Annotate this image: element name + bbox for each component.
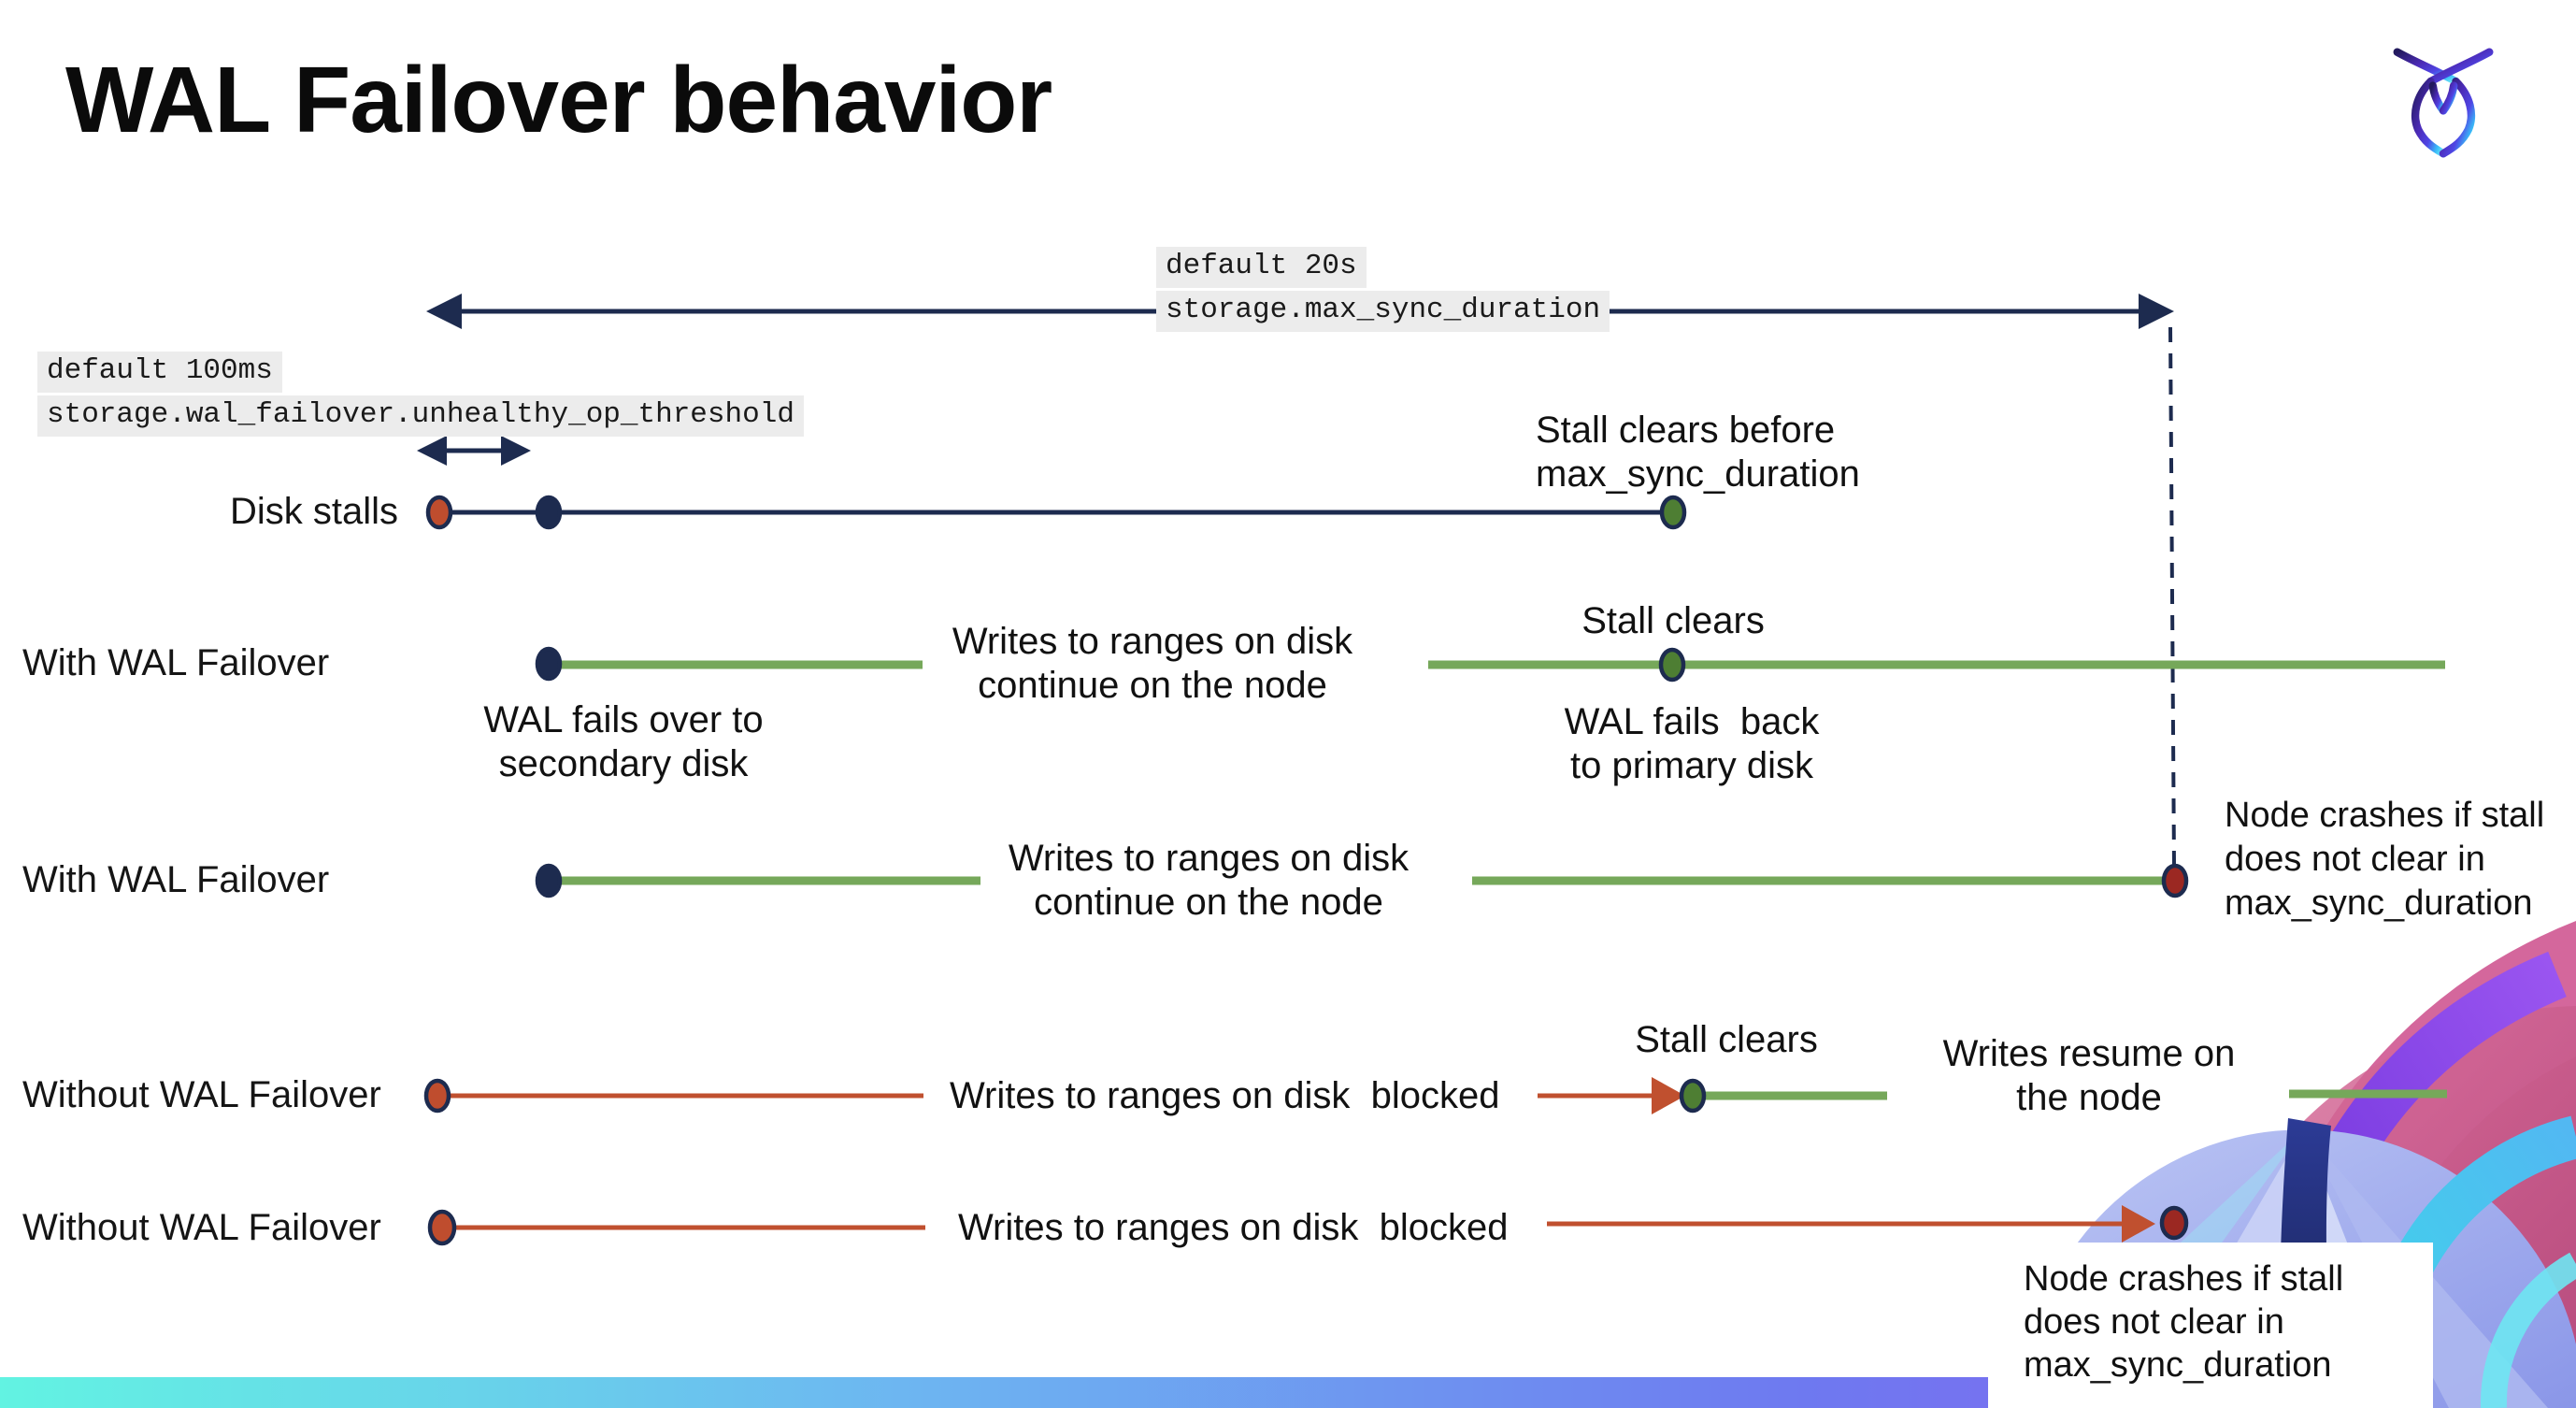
- timeline-without-wal-1: [449, 1077, 2447, 1114]
- row-label-without-wal-2: Without WAL Failover: [22, 1207, 381, 1248]
- threshold-setting-chip: storage.wal_failover.unhealthy_op_thresh…: [37, 395, 804, 437]
- page-title: WAL Failover behavior: [65, 48, 1052, 152]
- row-label-with-wal-1: With WAL Failover: [22, 642, 330, 683]
- crash-dot-2: [2159, 1205, 2189, 1241]
- threshold-default-chip: default 100ms: [37, 352, 282, 393]
- note-writes-continue-2: Writes to ranges on disk continue on the…: [1008, 838, 1410, 923]
- stall-clear-dot-2: [1679, 1078, 1707, 1113]
- failover-dot: [535, 646, 563, 682]
- crash-callout-box: Node crashes if stall does not clear in …: [1988, 1243, 2433, 1408]
- threshold-arrow: [417, 436, 531, 466]
- note-stall-clears-before: Stall clears before max_sync_duration: [1536, 409, 1860, 495]
- note-writes-resume: Writes resume on the node: [1942, 1033, 2236, 1118]
- note-writes-blocked-1: Writes to ranges on disk blocked: [950, 1075, 1500, 1116]
- max-sync-default-chip: default 20s: [1156, 247, 1367, 288]
- stall-start-dot-2: [423, 1078, 451, 1113]
- stall-start-dot: [425, 495, 453, 530]
- timeline-without-wal-2: [453, 1205, 2155, 1243]
- note-node-crashes-2: Node crashes if stall does not clear in …: [2024, 1259, 2344, 1385]
- note-stall-clears-2: Stall clears: [1635, 1019, 1818, 1060]
- stall-clear-dot: [1659, 495, 1687, 530]
- row-label-disk-stalls: Disk stalls: [230, 491, 399, 532]
- note-node-crashes-1: Node crashes if stall does not clear in …: [2225, 796, 2545, 923]
- row-label-with-wal-2: With WAL Failover: [22, 859, 330, 900]
- note-writes-blocked-2: Writes to ranges on disk blocked: [958, 1207, 1509, 1248]
- note-wal-fails-back: WAL fails back to primary disk: [1564, 701, 1820, 786]
- note-writes-continue-1: Writes to ranges on disk continue on the…: [952, 621, 1353, 706]
- stall-start-dot-3: [427, 1209, 457, 1246]
- threshold-dot: [535, 495, 563, 530]
- max-sync-guide-dashed-line: [2168, 326, 2176, 869]
- crash-dot-1: [2161, 863, 2189, 898]
- row-label-without-wal-1: Without WAL Failover: [22, 1074, 381, 1115]
- failover-dot-2: [535, 863, 563, 898]
- note-stall-clears-1: Stall clears: [1581, 600, 1765, 641]
- cockroachdb-logo-icon: [2393, 48, 2494, 158]
- event-dots: [423, 495, 2189, 1246]
- note-wal-fails-over: WAL fails over to secondary disk: [483, 699, 764, 784]
- failback-dot: [1658, 647, 1686, 682]
- max-sync-setting-chip: storage.max_sync_duration: [1156, 291, 1610, 332]
